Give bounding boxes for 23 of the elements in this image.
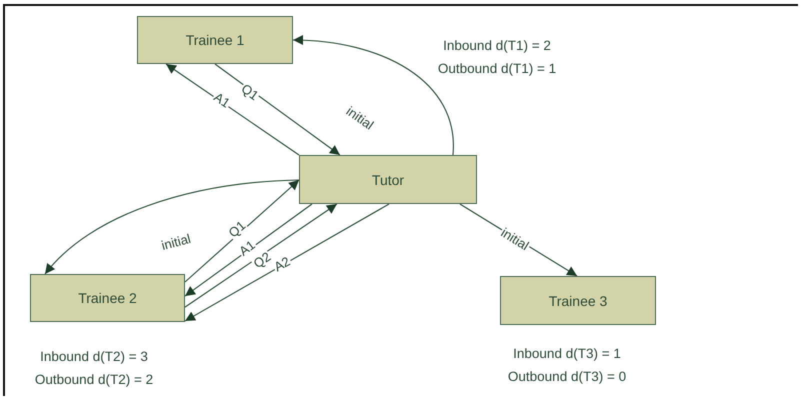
process-box — [500, 276, 656, 325]
edge-label: initial — [159, 232, 193, 252]
arrow — [214, 64, 340, 156]
arrow — [184, 204, 312, 297]
degree-note: Outbound d(T2) = 2 — [34, 372, 154, 387]
arrow — [166, 64, 300, 156]
arrow — [292, 35, 454, 155]
process-box — [299, 155, 477, 204]
degree-note: Inbound d(T1) = 2 — [443, 38, 551, 53]
arrow — [184, 180, 300, 282]
process-box — [30, 274, 185, 322]
arrow — [184, 204, 338, 308]
node-label: Trainee 3 — [548, 292, 608, 308]
arrow — [44, 179, 300, 274]
degree-note: Outbound d(T3) = 0 — [508, 369, 626, 384]
degree-note: Inbound d(T3) = 1 — [513, 346, 621, 361]
node-label: Trainee 2 — [78, 290, 137, 306]
node-label: Trainee 1 — [186, 32, 244, 48]
arrow — [184, 204, 390, 322]
degree-note: Inbound d(T2) = 3 — [40, 349, 148, 364]
degree-note: Outbound d(T1) = 1 — [438, 61, 556, 76]
process-box — [137, 16, 293, 64]
node-label: Tutor — [372, 172, 404, 188]
